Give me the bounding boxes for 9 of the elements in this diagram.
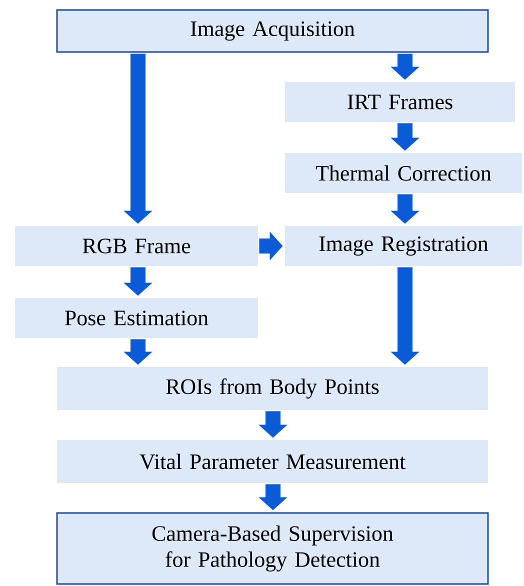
process-box: RGB Frame [15, 226, 258, 266]
process-box: Pose Estimation [15, 298, 258, 338]
process-box: Image Registration [285, 226, 522, 266]
process-box: IRT Frames [285, 82, 515, 122]
process-box: ROIs from Body Points [57, 367, 488, 410]
process-box: Vital Parameter Measurement [57, 440, 488, 483]
process-box: Image Acquisition [56, 9, 489, 53]
process-box: Thermal Correction [285, 153, 522, 193]
process-box: Camera-Based Supervision for Pathology Detection [56, 512, 489, 585]
